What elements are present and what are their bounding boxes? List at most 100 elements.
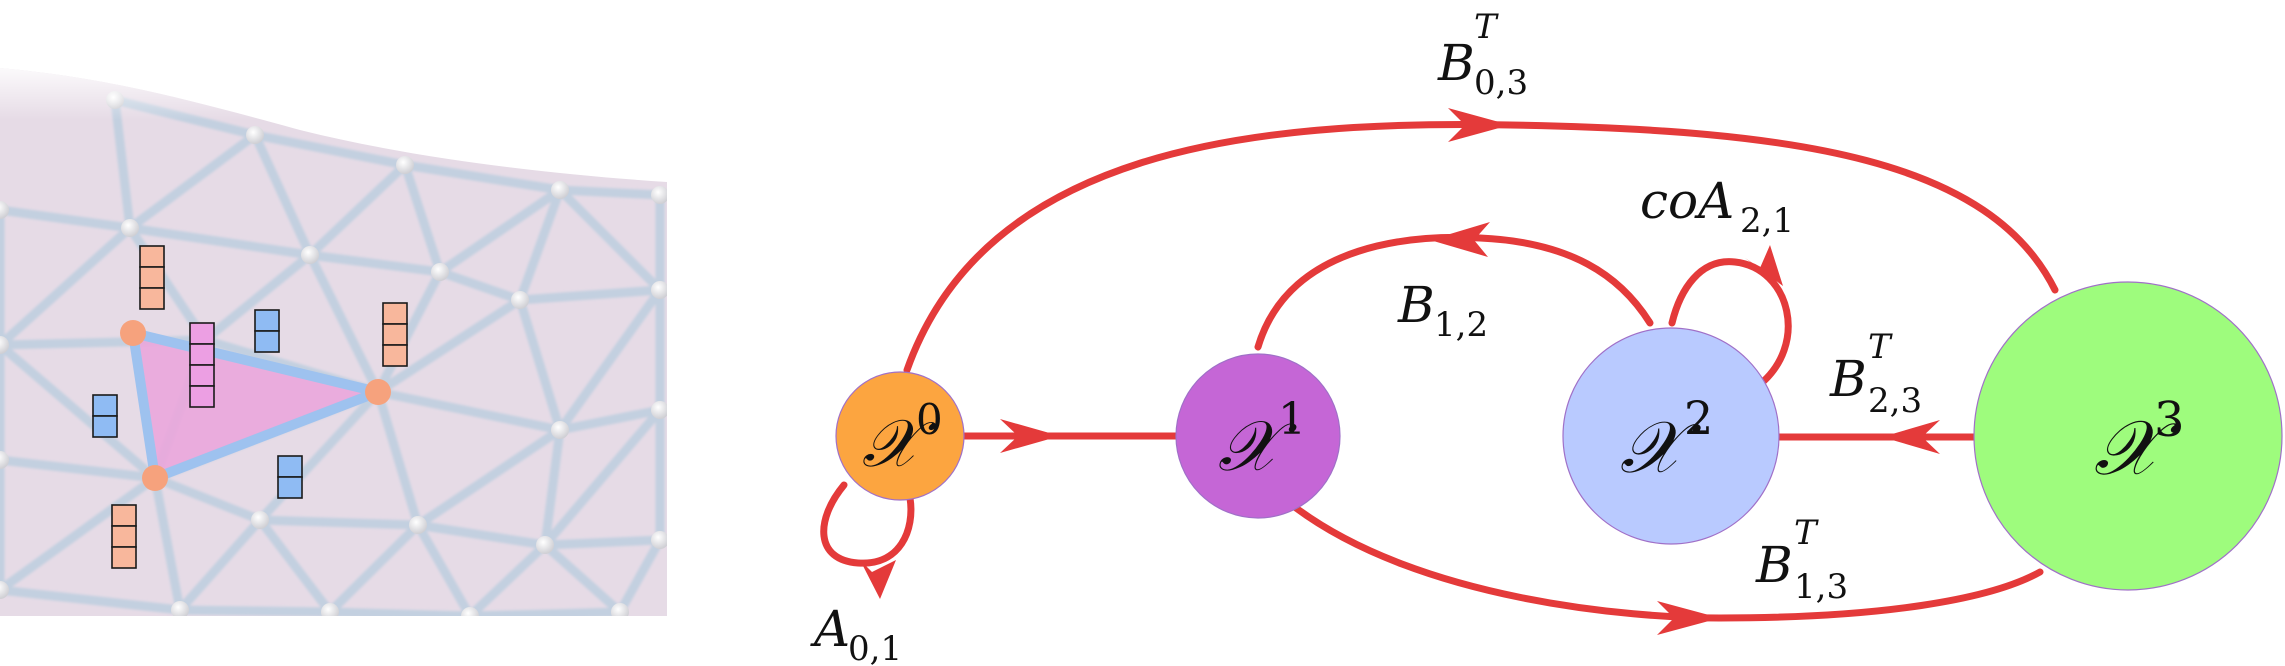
highlighted-edge: [150, 387, 383, 483]
mesh-edge: [373, 387, 423, 530]
mesh-edge: [373, 295, 525, 397]
mesh-edge: [400, 160, 445, 277]
mesh-edge: [125, 130, 260, 233]
label-B13T: B T 1,3: [1755, 513, 1848, 607]
cochain-vector: [277, 455, 303, 499]
node-x2: 𝒳 2: [1562, 327, 1780, 545]
vector-cell: [382, 323, 408, 346]
label-B03T-sup: T: [1474, 7, 1499, 47]
cochain-vectors: [92, 245, 408, 569]
vector-cell: [254, 309, 280, 332]
mesh-edge: [250, 130, 315, 260]
cochain-vector: [92, 394, 118, 438]
label-B12-base: B: [1397, 276, 1435, 334]
highlighted-triangle-edges: [128, 328, 383, 483]
vector-cell: [382, 344, 408, 367]
mesh-edge: [255, 515, 423, 530]
vector-cell: [111, 504, 137, 527]
vector-cell: [277, 476, 303, 499]
label-B12: B 1,2: [1397, 276, 1488, 345]
mesh-edge: [373, 267, 445, 397]
label-B23T: B T 2,3: [1829, 327, 1922, 421]
cochain-vector: [111, 504, 137, 569]
mesh-edge: [373, 387, 565, 435]
mesh-vertex: [551, 421, 569, 439]
mesh-edge: [540, 405, 665, 550]
mesh-vertex: [121, 219, 139, 237]
cochain-vector: [189, 322, 215, 408]
vector-cell: [139, 287, 165, 310]
node-x1: 𝒳 1: [1175, 353, 1341, 519]
mesh-vertex: [0, 336, 9, 354]
mesh-edge: [0, 205, 135, 233]
mesh-edge: [0, 223, 135, 350]
arrowhead-B12: [1430, 222, 1490, 257]
label-B23T-base: B: [1829, 350, 1867, 408]
mesh-edge: [305, 250, 383, 397]
label-B23T-sub: 2,3: [1868, 381, 1922, 421]
mesh-edge: [110, 95, 135, 233]
edge-coA21: [1668, 258, 1792, 390]
label-B13T-base: B: [1755, 536, 1793, 594]
mesh-edge: [150, 473, 265, 525]
mesh-vertex: [461, 607, 479, 616]
label-A01: A 0,1: [810, 600, 902, 666]
label-B13T-sub: 1,3: [1794, 567, 1848, 607]
mesh-vertex: [611, 603, 629, 616]
operator-edges: [820, 108, 2059, 635]
cochain-vector: [254, 309, 280, 353]
mesh-edge: [175, 515, 265, 615]
highlighted-vertex: [365, 379, 391, 405]
mesh-vertex: [0, 201, 9, 219]
edge-A01: [820, 481, 915, 567]
mesh-edge: [515, 285, 665, 305]
mesh-vertex: [0, 451, 9, 469]
vector-cell: [111, 525, 137, 548]
cochain-vector: [139, 245, 165, 310]
label-A01-sub: 0,1: [848, 629, 902, 666]
mesh-edge: [200, 250, 315, 345]
vector-cell: [92, 415, 118, 438]
node-x2-sup: 2: [1684, 391, 1713, 445]
mesh-edge: [465, 607, 625, 616]
vector-cell: [189, 322, 215, 345]
mesh-vertex: [651, 531, 667, 549]
mesh-edge: [175, 605, 335, 616]
edge-labels: B T 0,3 coA 2,1 B 1,2 B T 2,3 B T 1,3 A …: [810, 7, 1922, 666]
label-B23T-sup: T: [1868, 327, 1893, 367]
label-B12-sub: 1,2: [1434, 305, 1488, 345]
mesh-edge: [540, 425, 565, 550]
vector-cell: [254, 330, 280, 353]
vector-cell: [111, 546, 137, 569]
arrowhead-B03T: [1448, 108, 1510, 142]
mesh-vertex: [511, 291, 529, 309]
vector-cell: [277, 455, 303, 478]
mesh-edge: [150, 473, 185, 615]
cochain-vector: [382, 302, 408, 367]
mesh-vertex: [251, 511, 269, 529]
mesh-edge: [555, 405, 665, 435]
mesh-edge: [615, 535, 665, 616]
mesh-edge: [0, 473, 160, 595]
mesh-edge: [540, 535, 665, 550]
mesh-edge: [435, 267, 525, 305]
highlighted-edge: [128, 328, 160, 483]
label-B13T-sup: T: [1794, 513, 1819, 553]
arrowhead-coA21: [1745, 245, 1783, 286]
arrowhead-B13T: [1657, 601, 1720, 635]
highlighted-vertex: [142, 465, 168, 491]
mesh-edge: [125, 223, 315, 260]
mesh-edge: [413, 520, 550, 550]
vector-cell: [139, 266, 165, 289]
mesh-vertex: [301, 246, 319, 264]
vector-cell: [189, 385, 215, 408]
mesh-edge: [400, 160, 565, 195]
vector-cell: [189, 364, 215, 387]
arrowhead-A01: [860, 560, 896, 599]
mesh-edge: [305, 250, 445, 277]
mesh-edge: [515, 295, 565, 435]
highlighted-edge: [128, 328, 383, 397]
arrowhead-x0-x1: [1000, 419, 1060, 453]
mesh-edge: [515, 185, 565, 305]
mesh-edge: [250, 130, 410, 170]
